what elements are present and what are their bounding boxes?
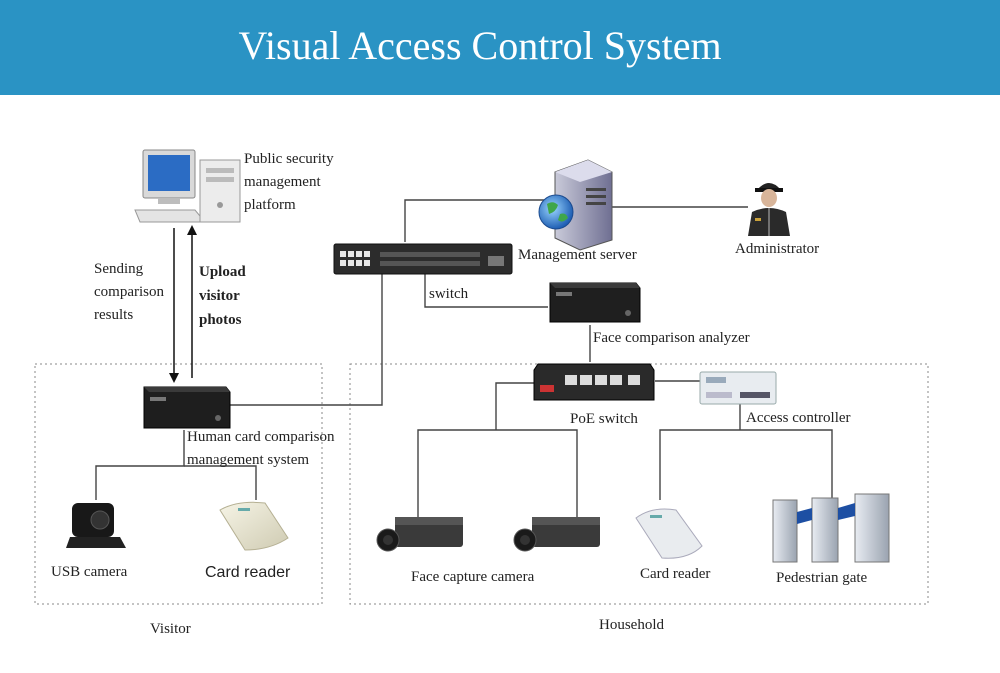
header-banner: Visual Access Control System: [0, 0, 1000, 95]
security-guard-icon: [748, 183, 790, 236]
sending-results-label: Sending comparison results: [94, 261, 164, 323]
face-capture-camera-label: Face capture camera: [411, 569, 535, 585]
visitor-group-box: [34, 363, 323, 605]
box-camera-icon: [376, 517, 463, 552]
analyzer-box-icon: [549, 282, 641, 323]
box-camera-icon: [513, 517, 600, 552]
card-reader-icon: [635, 508, 703, 559]
face-analyzer-label: Face comparison analyzer: [593, 330, 750, 346]
access-controller-icon: [699, 371, 777, 405]
administrator-label: Administrator: [735, 241, 820, 257]
card-reader-visitor-label: Card reader: [205, 564, 291, 581]
usb-camera-label: USB camera: [51, 564, 128, 580]
pedestrian-gate-label: Pedestrian gate: [776, 570, 868, 586]
page-title: Visual Access Control System: [238, 23, 722, 68]
connection-lines: [95, 199, 833, 517]
management-box-icon: [143, 386, 231, 429]
management-server-label: Management server: [518, 247, 637, 263]
visitor-group-label: Visitor: [150, 621, 191, 637]
card-reader-icon: [219, 501, 289, 551]
poe-switch-label: PoE switch: [570, 411, 638, 427]
household-group-box: [349, 363, 929, 605]
household-group-label: Household: [599, 617, 664, 633]
desktop-computer-icon: [134, 149, 241, 223]
access-controller-label: Access controller: [746, 410, 851, 426]
server-globe-icon: [538, 159, 613, 251]
public-security-label: Public security management platform: [244, 151, 334, 213]
human-card-label: Human card comparison management system: [187, 429, 335, 468]
poe-switch-icon: [533, 363, 655, 401]
upload-photos-label: Upload visitor photos: [199, 264, 246, 328]
network-switch-icon: [333, 243, 513, 275]
card-reader-household-label: Card reader: [640, 566, 711, 582]
turnstile-gate-icon: [772, 493, 890, 563]
switch-label: switch: [429, 286, 469, 302]
usb-camera-icon: [66, 503, 126, 548]
